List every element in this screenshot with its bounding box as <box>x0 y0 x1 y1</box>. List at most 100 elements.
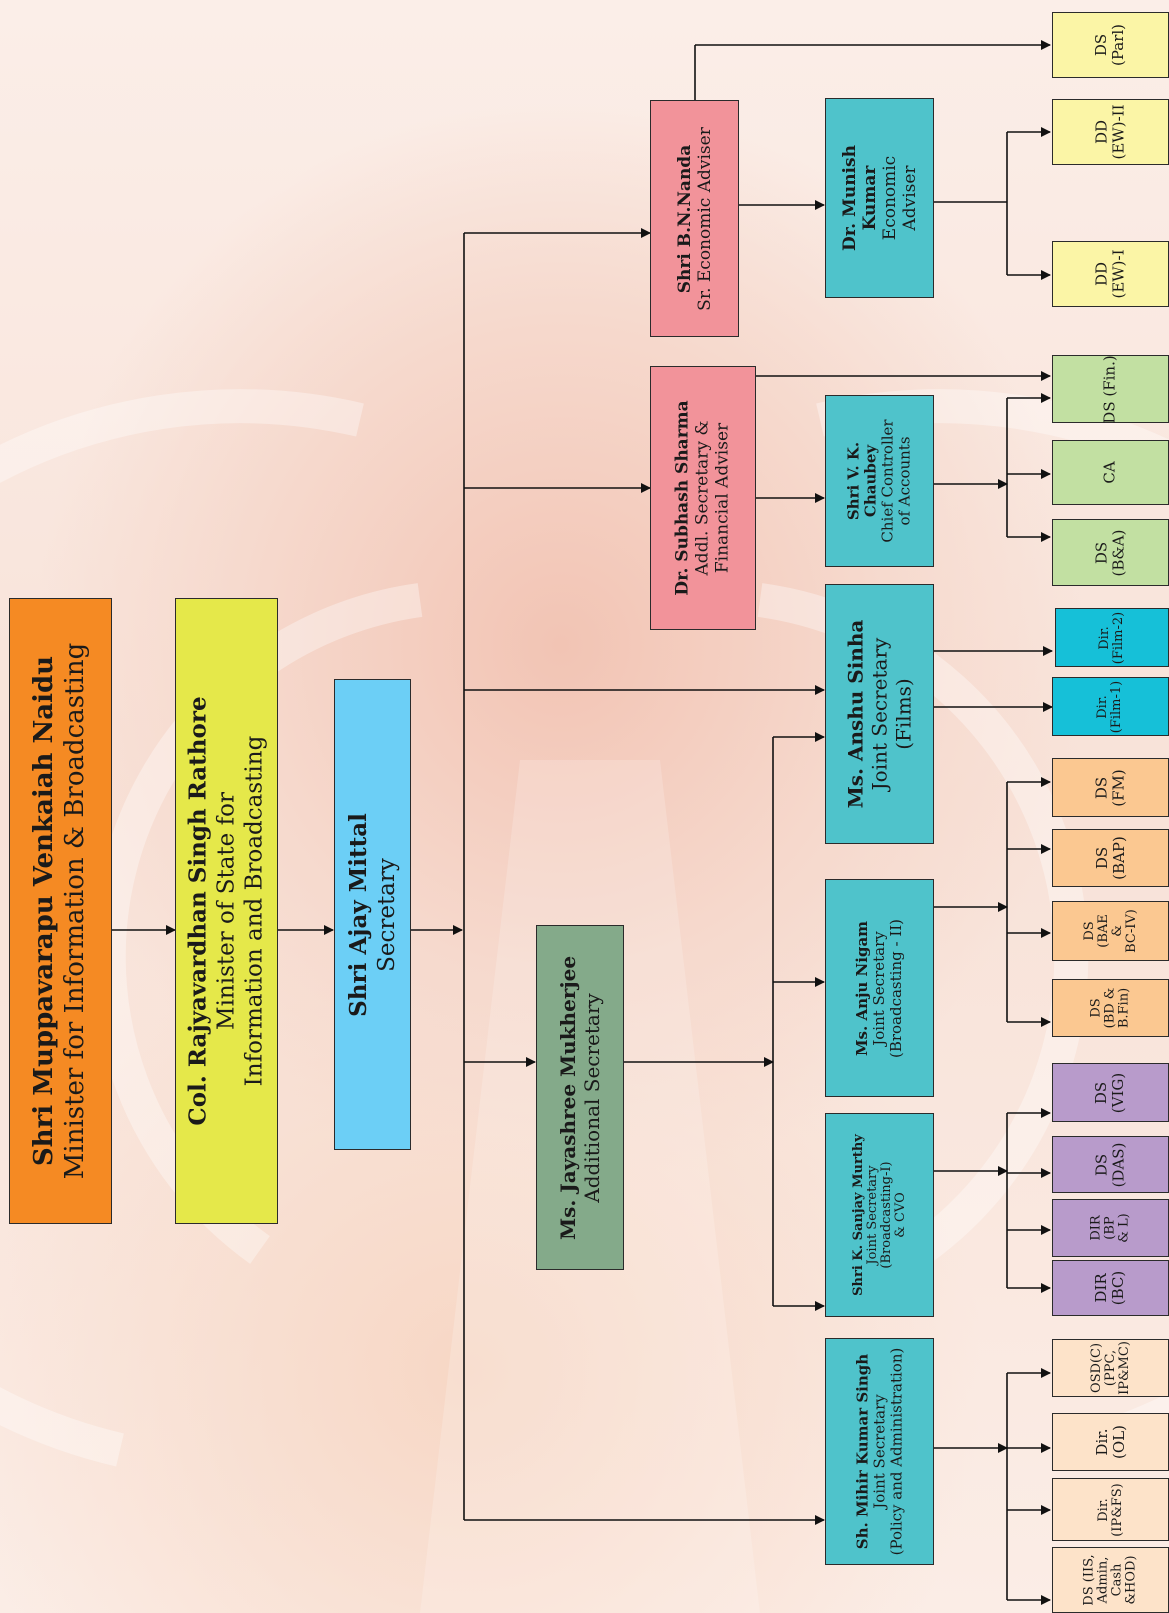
leaf-text: (FM) <box>1109 768 1128 807</box>
leaf-text: (BAE <box>1095 914 1111 948</box>
minister-box: Shri Muppavarapu Venkaiah Naidu Minister… <box>9 598 112 1224</box>
addl-secretary-name: Ms. Jayashree Mukherjee <box>556 955 581 1240</box>
cca-title-line2: of Accounts <box>895 436 914 526</box>
leaf-text: DS <box>1092 776 1111 799</box>
leaf-dir-film-2: Dir.(Film-2) <box>1055 608 1169 667</box>
leaf-text: (BP <box>1102 1216 1118 1240</box>
cca-title-line1: Chief Controller <box>878 419 897 543</box>
secretary-box: Shri Ajay Mittal Secretary <box>334 679 411 1150</box>
leaf-ds-bd: DS(BD &B.Fin) <box>1052 979 1169 1037</box>
leaf-ds-bae: DS(BAE&BC-IV) <box>1052 901 1169 961</box>
leaf-dd-ew-1: DD(EW)-I <box>1052 241 1169 307</box>
leaf-text: DS <box>1081 921 1097 941</box>
mos-title-line2: Information and Broadcasting <box>241 735 268 1087</box>
js-films-box: Ms. Anshu Sinha Joint Secretary (Films) <box>825 584 934 844</box>
leaf-text: (OL) <box>1109 1425 1128 1459</box>
leaf-text: &HOD) <box>1123 1555 1139 1605</box>
leaf-dd-ew-2: DD(EW)-II <box>1052 99 1169 165</box>
leaf-text: (VIG) <box>1109 1072 1128 1113</box>
leaf-ds-das: DS(DAS) <box>1052 1136 1169 1193</box>
leaf-text: Dir. <box>1092 1428 1111 1456</box>
minister-title: Minister for Information & Broadcasting <box>60 642 91 1180</box>
leaf-dir-ol: Dir.(OL) <box>1052 1413 1169 1471</box>
mos-title-line1: Minister of State for <box>213 792 240 1030</box>
economic-adviser-title-line2: Adviser <box>899 165 920 231</box>
js-broadcasting-2-name: Ms. Anju Nigam <box>853 920 871 1056</box>
js-broadcasting-1-box: Shri K. Sanjay Murthy Joint Secretary (B… <box>825 1113 934 1317</box>
leaf-text: DS (IIS, <box>1081 1554 1097 1606</box>
leaf-text: B.Fin) <box>1116 987 1132 1029</box>
js-films-title-line2: (Films) <box>891 678 916 750</box>
leaf-ds-fm: DS(FM) <box>1052 758 1169 817</box>
leaf-dir-bc: DIR(BC) <box>1052 1260 1169 1316</box>
js-broadcasting-2-box: Ms. Anju Nigam Joint Secretary (Broadcas… <box>825 879 934 1097</box>
js-policy-title-line1: Joint Secretary <box>870 1394 889 1509</box>
cca-name-line2: Chaubey <box>861 444 880 518</box>
leaf-text: DIR <box>1088 1215 1104 1241</box>
leaf-ds-ba: DS(B&A) <box>1052 519 1169 586</box>
leaf-text: (EW)-II <box>1109 104 1128 160</box>
leaf-text: Dir. <box>1095 1497 1111 1522</box>
leaf-text: OSD(C) <box>1088 1342 1104 1394</box>
leaf-text: & <box>1109 925 1125 937</box>
leaf-text: DIR <box>1092 1273 1111 1303</box>
leaf-ds-bap: DS(BAP) <box>1052 829 1169 887</box>
leaf-ds-fin: DS (Fin.) <box>1052 355 1169 423</box>
leaf-text: DD <box>1092 261 1111 287</box>
financial-adviser-box: Dr. Subhash Sharma Addl. Secretary & Fin… <box>650 366 756 630</box>
economic-adviser-title-line1: Economic <box>879 155 900 241</box>
leaf-text: (B&A) <box>1109 529 1128 576</box>
leaf-ds-vig: DS(VIG) <box>1052 1063 1169 1122</box>
leaf-osd-c: OSD(C)(PPC,IP&MC) <box>1052 1339 1169 1397</box>
leaf-dir-ip: Dir.(IP&FS) <box>1052 1478 1169 1541</box>
js-policy-name: Sh. Mihir Kumar Singh <box>853 1353 872 1550</box>
leaf-text: (BC) <box>1109 1270 1128 1306</box>
financial-adviser-title-line2: Financial Adviser <box>713 422 733 574</box>
secretary-title: Secretary <box>373 857 400 972</box>
js-broadcasting-1-title-line3: & CVO <box>892 1192 908 1238</box>
leaf-ds-parl: DS(Parl) <box>1052 12 1169 78</box>
secretary-name: Shri Ajay Mittal <box>344 812 372 1017</box>
leaf-text: Cash <box>1109 1563 1125 1597</box>
leaf-text: DS (Fin.) <box>1100 354 1119 424</box>
sr-economic-adviser-name: Shri B.N.Nanda <box>674 144 695 293</box>
leaf-text: DS <box>1092 1081 1111 1104</box>
leaf-text: (DAS) <box>1109 1142 1128 1187</box>
leaf-text: (IP&FS) <box>1109 1482 1125 1537</box>
financial-adviser-name: Dr. Subhash Sharma <box>673 400 693 596</box>
addl-secretary-title: Additional Secretary <box>580 992 605 1203</box>
cca-name-line1: Shri V. K. <box>844 441 863 521</box>
leaf-text: (Film-1) <box>1109 680 1125 733</box>
addl-secretary-box: Ms. Jayashree Mukherjee Additional Secre… <box>536 925 624 1270</box>
js-films-title-line1: Joint Secretary <box>867 637 892 791</box>
js-policy-box: Sh. Mihir Kumar Singh Joint Secretary (P… <box>825 1338 934 1565</box>
leaf-dir-film-1: Dir.(Film-1) <box>1052 677 1169 736</box>
leaf-text: DS <box>1092 541 1111 564</box>
leaf-text: & L) <box>1116 1213 1132 1243</box>
leaf-text: (EW)-I <box>1109 249 1128 299</box>
js-broadcasting-1-title-line1: Joint Secretary <box>864 1165 880 1265</box>
leaf-text: (PPC, <box>1102 1349 1118 1387</box>
economic-adviser-name-line2: Kumar <box>859 165 880 231</box>
leaf-dir-bp: DIR(BP& L) <box>1052 1199 1169 1257</box>
sr-economic-adviser-box: Shri B.N.Nanda Sr. Economic Adviser <box>650 100 739 337</box>
js-films-name: Ms. Anshu Sinha <box>843 619 868 809</box>
economic-adviser-name-line1: Dr. Munish <box>839 145 860 251</box>
leaf-text: BC-IV) <box>1123 909 1139 953</box>
cca-box: Shri V. K. Chaubey Chief Controller of A… <box>825 395 934 567</box>
leaf-text: DD <box>1092 119 1111 145</box>
leaf-text: CA <box>1101 461 1119 484</box>
js-broadcasting-1-title-line2: (Broadcasting-I) <box>878 1161 894 1269</box>
leaf-ds-iis: DS (IIS,Admin,Cash&HOD) <box>1052 1547 1169 1613</box>
js-broadcasting-1-name: Shri K. Sanjay Murthy <box>850 1134 866 1296</box>
js-broadcasting-2-title-line2: (Broadcasting - II) <box>887 918 905 1058</box>
leaf-text: DS <box>1092 1153 1111 1176</box>
js-policy-title-line2: (Policy and Administration) <box>887 1347 906 1556</box>
leaf-text: (BAP) <box>1109 836 1128 880</box>
mos-name: Col. Rajyavardhan Singh Rathore <box>184 696 212 1126</box>
leaf-text: Admin, <box>1095 1556 1111 1604</box>
leaf-text: DS <box>1092 33 1111 57</box>
leaf-text: (Film-2) <box>1110 611 1126 664</box>
minister-name: Shri Muppavarapu Venkaiah Naidu <box>29 655 60 1167</box>
